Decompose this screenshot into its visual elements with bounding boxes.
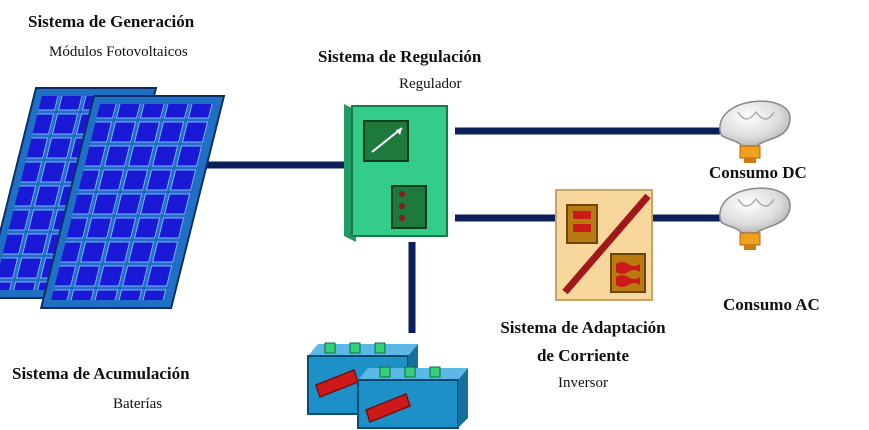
batteries bbox=[307, 342, 468, 429]
consumo-dc-label: Consumo DC bbox=[709, 163, 807, 182]
solar-panels bbox=[0, 87, 226, 309]
consumo-ac-label: Consumo AC bbox=[723, 295, 820, 314]
inverter-device bbox=[555, 189, 653, 301]
battery-front bbox=[357, 366, 468, 429]
wires bbox=[185, 127, 720, 333]
accumulation-title: Sistema de Acumulación bbox=[12, 364, 190, 383]
solar-panel-front bbox=[39, 95, 226, 309]
adaptation-title-line2: de Corriente bbox=[536, 346, 630, 365]
adaptation-subtitle: Inversor bbox=[558, 375, 608, 391]
bulb-ac bbox=[719, 187, 791, 250]
adaptation-title-line1: Sistema de Adaptación bbox=[500, 318, 666, 337]
regulation-title: Sistema de Regulación bbox=[318, 47, 482, 66]
regulation-subtitle: Regulador bbox=[399, 76, 462, 92]
accumulation-subtitle: Baterías bbox=[113, 396, 163, 412]
generation-title: Sistema de Generación bbox=[28, 12, 195, 31]
regulator-device bbox=[344, 104, 448, 242]
regulator-indicator-panel bbox=[391, 185, 427, 229]
bulb-dc bbox=[719, 100, 791, 163]
generation-subtitle: Módulos Fotovoltaicos bbox=[49, 44, 188, 60]
